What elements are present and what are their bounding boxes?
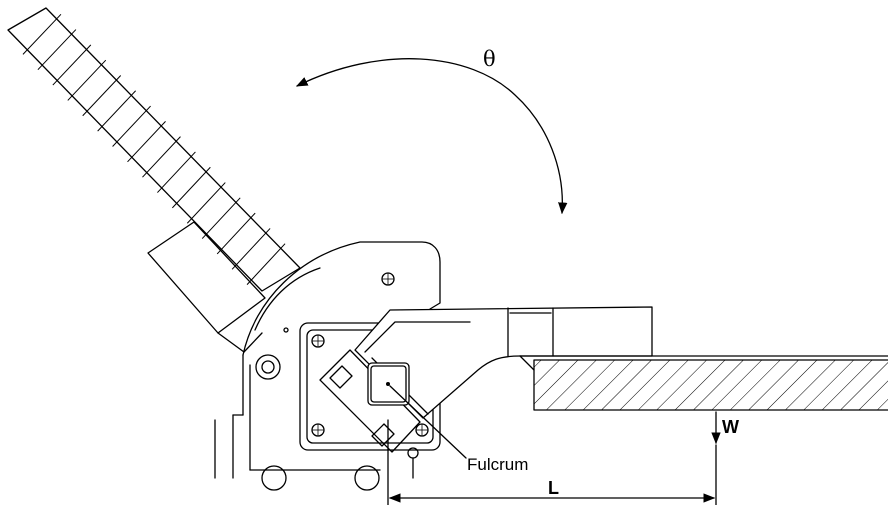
tilted-arm-hatch-line [231,228,271,270]
horizontal-arm [354,306,653,419]
tilted-arm-hatch-line [246,243,286,285]
tilted-arm-hatch-line [186,182,226,224]
tilted-arm-hatch [22,13,286,285]
housing [214,241,441,491]
tilted-arm-hatch-line [97,90,137,132]
tilted-arm-hatch-line [171,166,211,209]
tilted-arm-hatch-line [142,136,181,178]
fulcrum-leader [389,385,467,459]
tilted-arm [7,7,301,353]
fulcrum-point [386,382,390,386]
tilted-arm-hatch-line [201,197,241,239]
theta-label: θ [483,47,496,71]
rotation-arc [295,58,568,215]
tilted-arm-hatch-line [67,59,107,101]
fulcrum-label: Fulcrum [467,455,528,474]
workpiece-beam [519,355,888,411]
load-label: W [722,417,739,437]
tilted-arm-hatch-line [157,151,196,193]
tilted-arm-hatch-line [82,75,122,117]
length-label: L [548,478,559,498]
tilted-arm-hatch-line [216,212,256,255]
tilted-arm-hatch-line [37,29,77,71]
tilted-arm-hatch-line [112,105,151,147]
tilted-arm-hatch-line [52,44,92,86]
tilted-arm-hatch-line [127,121,166,163]
tilted-arm-clamp [147,221,266,334]
tilted-arm-hatch-line [22,13,62,55]
